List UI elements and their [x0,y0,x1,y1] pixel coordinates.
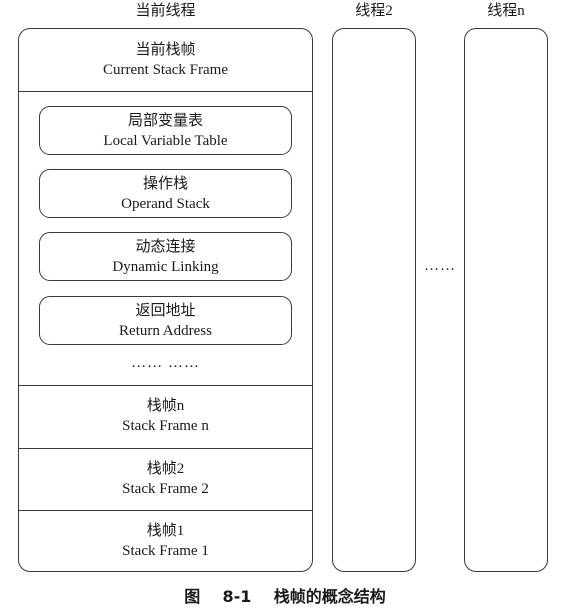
current-stack-frame-zh: 当前栈帧 [135,42,196,58]
dynamic-linking: 动态连接 Dynamic Linking [39,232,292,281]
dynamic-linking-en: Dynamic Linking [112,258,219,275]
thread-2-stack [332,28,416,572]
local-variable-table: 局部变量表 Local Variable Table [39,106,292,155]
current-stack-frame: 当前栈帧 Current Stack Frame [19,29,312,91]
stack-frame-2-zh: 栈帧2 [146,461,185,477]
stack-frame-2-en: Stack Frame 2 [122,481,209,497]
stack-frame-1-zh: 栈帧1 [146,522,185,539]
dynamic-linking-zh: 动态连接 [135,238,196,255]
divider [19,385,312,386]
return-address: 返回地址 Return Address [39,296,292,345]
stack-frame-2: 栈帧2 Stack Frame 2 [19,448,312,510]
column-title-current-thread: 当前线程 [135,3,196,19]
stack-frame-1: 栈帧1 Stack Frame 1 [19,510,312,571]
between-threads-ellipsis: …… [424,258,456,274]
local-variable-table-zh: 局部变量表 [127,112,203,129]
stack-frame-n-zh: 栈帧n [146,398,185,414]
local-variable-table-en: Local Variable Table [103,132,228,149]
figure-caption: 图 8-1 栈帧的概念结构 [184,587,386,606]
frame-parts-ellipsis: …… …… [131,355,200,371]
thread-n-stack [464,28,548,572]
stack-frame-n: 栈帧n Stack Frame n [19,385,312,447]
operand-stack-en: Operand Stack [121,195,210,212]
operand-stack: 操作栈 Operand Stack [39,169,292,218]
stack-frame-1-en: Stack Frame 1 [122,542,209,559]
divider [19,448,312,449]
return-address-zh: 返回地址 [135,302,196,319]
current-stack-frame-en: Current Stack Frame [103,62,228,78]
divider [19,510,312,511]
current-thread-stack: 当前栈帧 Current Stack Frame 局部变量表 Local Var… [18,28,313,572]
return-address-en: Return Address [119,322,212,339]
divider [19,91,312,92]
column-title-thread-n: 线程n [487,3,525,19]
operand-stack-zh: 操作栈 [142,175,188,192]
column-title-thread-2: 线程2 [355,3,393,19]
stack-frame-n-en: Stack Frame n [122,418,209,434]
